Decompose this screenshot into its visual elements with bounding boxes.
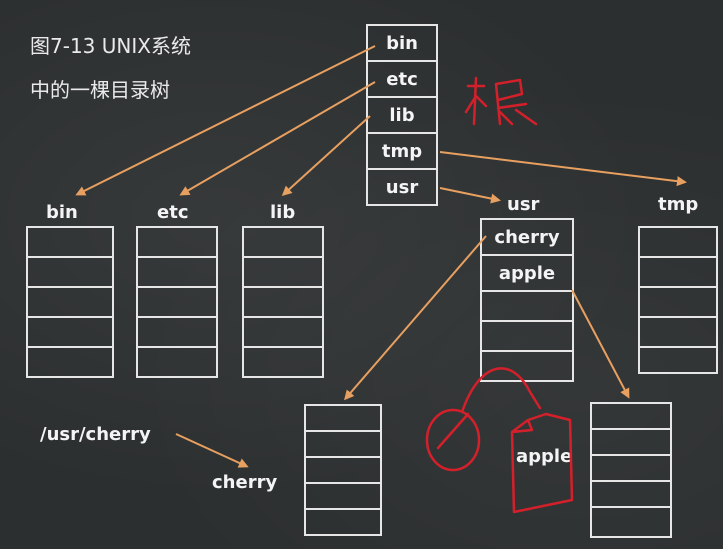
arrow-usr-cherry	[344, 235, 487, 401]
arrow-path-cherry	[175, 433, 249, 468]
bin-directory-table	[26, 226, 114, 378]
path-result-label: cherry	[212, 472, 278, 493]
root-entry-etc: etc	[368, 62, 436, 98]
table-cell	[592, 508, 670, 536]
figure-caption-line1: 图7-13 UNIX系统	[30, 34, 191, 58]
table-cell	[244, 318, 322, 348]
table-cell	[28, 258, 112, 288]
table-cell	[28, 348, 112, 376]
root-entry-lib: lib	[368, 98, 436, 134]
lib-directory-table	[242, 226, 324, 378]
table-cell	[482, 352, 572, 380]
table-cell	[306, 510, 380, 534]
arrow-root-tmp	[439, 151, 687, 187]
table-cell	[138, 288, 216, 318]
table-cell	[592, 482, 670, 508]
table-cell	[138, 348, 216, 376]
root-entry-bin: bin	[368, 26, 436, 62]
table-cell	[640, 288, 716, 318]
table-cell	[592, 430, 670, 456]
arrow-root-etc	[179, 81, 376, 196]
root-directory-table: bin etc lib tmp usr	[366, 24, 438, 206]
table-cell	[28, 318, 112, 348]
dir-label-tmp: tmp	[658, 194, 699, 215]
path-example-label: /usr/cherry	[40, 424, 151, 445]
arrow-root-lib	[281, 115, 371, 197]
root-entry-tmp: tmp	[368, 134, 436, 170]
handwritten-circle	[425, 408, 481, 472]
dir-label-usr: usr	[507, 194, 540, 215]
table-cell	[244, 288, 322, 318]
usr-entry-cherry: cherry	[482, 220, 572, 256]
handwritten-root-mark	[464, 76, 538, 126]
table-cell	[640, 348, 716, 372]
etc-directory-table	[136, 226, 218, 378]
arrow-usr-apple	[571, 289, 630, 399]
table-cell	[138, 228, 216, 258]
table-cell	[640, 228, 716, 258]
usr-entry-apple: apple	[482, 256, 572, 292]
table-cell	[306, 484, 380, 510]
apple-directory-table	[590, 402, 672, 538]
table-cell	[306, 432, 380, 458]
handwritten-circle-tick	[436, 412, 470, 450]
table-cell	[482, 322, 572, 352]
table-cell	[244, 348, 322, 376]
arrow-root-bin	[75, 45, 376, 196]
table-cell	[306, 406, 380, 432]
table-cell	[592, 456, 670, 482]
table-cell	[482, 292, 572, 322]
tmp-directory-table	[638, 226, 718, 374]
table-cell	[28, 228, 112, 258]
dir-label-lib: lib	[270, 202, 296, 223]
usr-directory-table: cherry apple	[480, 218, 574, 382]
root-entry-usr: usr	[385, 176, 419, 198]
table-cell	[244, 228, 322, 258]
table-cell	[138, 318, 216, 348]
table-cell	[28, 288, 112, 318]
table-cell	[640, 318, 716, 348]
table-cell	[640, 258, 716, 288]
table-cell	[244, 258, 322, 288]
table-cell	[138, 258, 216, 288]
figure-caption-line2: 中的一棵目录树	[30, 78, 170, 102]
table-cell	[592, 404, 670, 430]
dir-label-bin: bin	[46, 202, 78, 223]
table-cell	[306, 458, 380, 484]
apple-file-label: apple	[516, 446, 573, 467]
cherry-directory-table	[304, 404, 382, 536]
dir-label-etc: etc	[157, 202, 189, 223]
arrow-root-usr	[439, 187, 501, 204]
